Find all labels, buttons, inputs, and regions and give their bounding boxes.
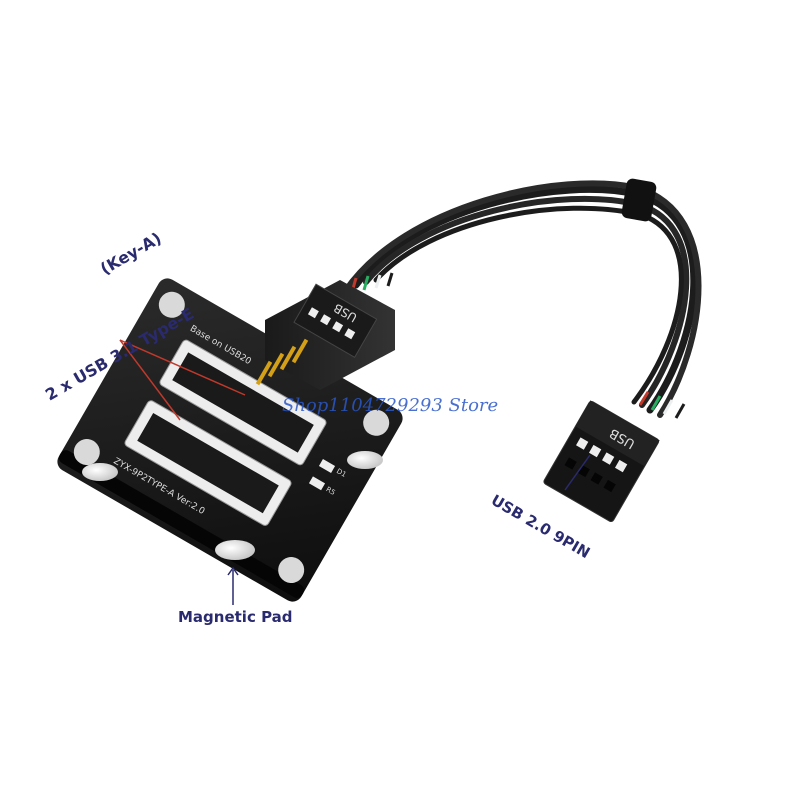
store-watermark: Shop1104729293 Store — [282, 395, 499, 416]
pcb-board: Base on USB20 ZYX-9P2TYPE-A Ver:2.0 D1 R… — [57, 278, 403, 602]
magnetic-pad-label: Magnetic Pad — [178, 608, 293, 626]
type-e-socket-1 — [159, 339, 327, 466]
colored-wires-bottom — [638, 391, 686, 419]
usb-header-board: USB — [255, 280, 395, 390]
board-silkscreen-d1: D1 — [335, 467, 348, 479]
cable-tie — [621, 178, 657, 222]
magnetic-pads — [82, 451, 383, 560]
type-e-socket-2 — [124, 400, 292, 526]
annotation-arrows — [227, 454, 591, 605]
annotation-lines — [119, 339, 246, 421]
board-silkscreen-r5: R5 — [325, 485, 337, 497]
usb-20-9pin-connector: USB — [543, 400, 660, 523]
